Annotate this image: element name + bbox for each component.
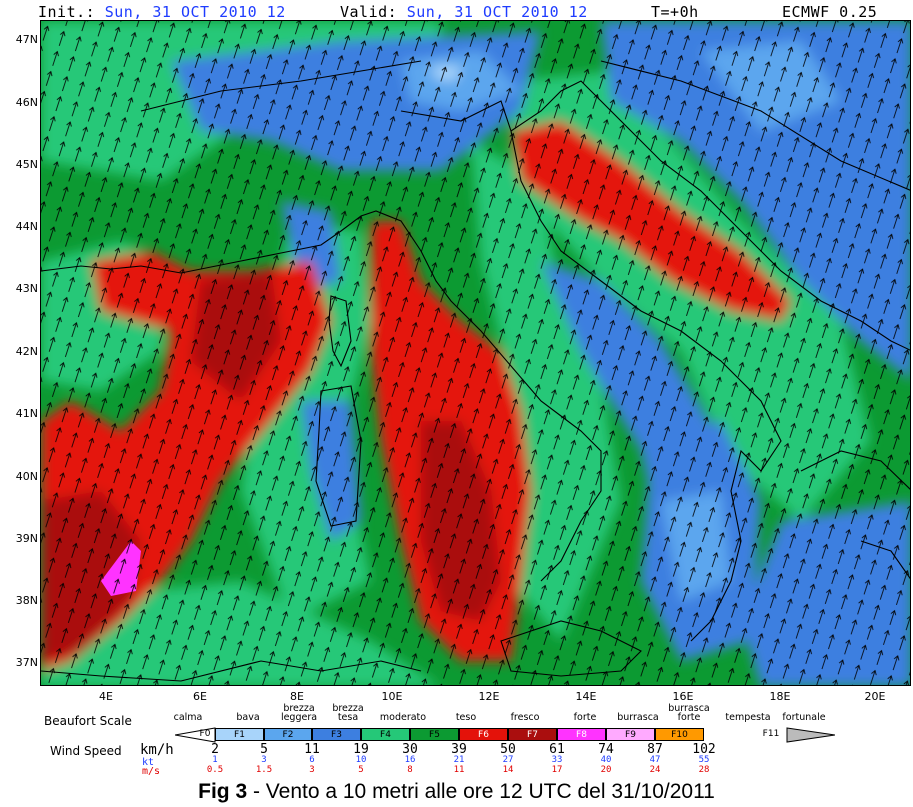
ms-value: 8 <box>407 765 413 775</box>
beaufort-name: bava <box>236 712 260 723</box>
kmh-value: 50 <box>500 742 516 757</box>
beaufort-name: fresco <box>510 712 540 723</box>
lat-label: 37N <box>15 656 38 669</box>
beaufort-name: moderato <box>379 712 427 723</box>
lat-label: 43N <box>15 282 38 295</box>
kmh-value: 61 <box>549 742 565 757</box>
force-box-f9: F9 <box>606 728 655 741</box>
init-value: Sun, 31 OCT 2010 12 <box>104 3 286 21</box>
kt-value: 21 <box>453 755 465 765</box>
lat-label: 46N <box>15 96 38 109</box>
lat-label: 41N <box>15 407 38 420</box>
kt-value: 16 <box>404 755 416 765</box>
figure-number: Fig 3 <box>198 780 248 803</box>
lat-label: 40N <box>15 470 38 483</box>
wind-speed-title: Wind Speed <box>50 744 122 758</box>
lon-label: 6E <box>193 690 207 703</box>
kmh-value: 102 <box>692 742 716 757</box>
beaufort-name: brezza tesa <box>332 703 364 723</box>
beaufort-name: forte <box>573 712 597 723</box>
header-valid: Valid: Sun, 31 OCT 2010 12 <box>340 3 588 21</box>
ms-value: 28 <box>698 765 710 775</box>
kmh-value: 19 <box>353 742 369 757</box>
lon-label: 18E <box>769 690 791 703</box>
ms-value: 1.5 <box>255 765 273 775</box>
force-box-f4: F4 <box>361 728 410 741</box>
lon-label: 10E <box>381 690 403 703</box>
kt-value: 1 <box>212 755 218 765</box>
kmh-value: 87 <box>647 742 663 757</box>
model-name: ECMWF 0.25 <box>782 3 878 21</box>
beaufort-title: Beaufort Scale <box>44 714 132 728</box>
kmh-value: 11 <box>304 742 320 757</box>
force-box-f8: F8 <box>557 728 606 741</box>
kt-value: 10 <box>355 755 367 765</box>
header-init: Init.: Sun, 31 OCT 2010 12 <box>38 3 286 21</box>
unit-ms: m/s <box>142 766 161 777</box>
lat-label: 42N <box>15 345 38 358</box>
lon-label: 14E <box>575 690 597 703</box>
valid-label: Valid: <box>340 3 398 21</box>
kt-value: 3 <box>261 755 267 765</box>
kt-value: 40 <box>600 755 612 765</box>
beaufort-name: brezza leggera <box>280 703 318 723</box>
beaufort-name: tempesta <box>725 712 771 723</box>
lat-label: 38N <box>15 594 38 607</box>
ms-value: 24 <box>649 765 661 775</box>
wind-map-svg <box>41 21 910 685</box>
kmh-value: 5 <box>260 742 268 757</box>
force-box-f3: F3 <box>312 728 361 741</box>
ms-value: 17 <box>551 765 563 775</box>
kt-value: 6 <box>309 755 315 765</box>
bar-cap-right <box>786 727 835 743</box>
wind-arrows <box>41 21 910 685</box>
force-box-f5: F5 <box>410 728 459 741</box>
lat-label: 47N <box>15 33 38 46</box>
force-box-f10: F10 <box>655 728 704 741</box>
init-label: Init.: <box>38 3 96 21</box>
kmh-value: 39 <box>451 742 467 757</box>
forecast-step: T=+0h <box>651 3 699 21</box>
lon-label: 4E <box>99 690 113 703</box>
kmh-value: 30 <box>402 742 418 757</box>
ms-value: 5 <box>358 765 364 775</box>
lon-label: 12E <box>478 690 500 703</box>
lon-label: 8E <box>290 690 304 703</box>
beaufort-name: burrasca <box>617 712 659 723</box>
lat-label: 39N <box>15 532 38 545</box>
valid-value: Sun, 31 OCT 2010 12 <box>406 3 588 21</box>
force-box-f1: F1 <box>215 728 264 741</box>
figure-caption: Fig 3 - Vento a 10 metri alle ore 12 UTC… <box>0 780 913 804</box>
beaufort-name: teso <box>455 712 477 723</box>
wind-map <box>40 20 911 686</box>
force-box-f7: F7 <box>508 728 557 741</box>
force-box-f11: F11 <box>762 729 780 739</box>
kt-value: 47 <box>649 755 661 765</box>
ms-value: 3 <box>309 765 315 775</box>
unit-kmh: km/h <box>140 742 174 758</box>
ms-value: 0.5 <box>206 765 224 775</box>
beaufort-name: calma <box>173 712 203 723</box>
lon-label: 16E <box>672 690 694 703</box>
beaufort-name: fortunale <box>782 712 826 723</box>
kt-value: 55 <box>698 755 710 765</box>
kmh-value: 2 <box>211 742 219 757</box>
kmh-value: 74 <box>598 742 614 757</box>
lat-label: 44N <box>15 220 38 233</box>
beaufort-name: burrasca forte <box>668 703 710 723</box>
force-box-f0: F0 <box>199 729 211 739</box>
force-box-f6: F6 <box>459 728 508 741</box>
kt-value: 33 <box>551 755 563 765</box>
ms-value: 11 <box>453 765 465 775</box>
ms-value: 14 <box>502 765 514 775</box>
lon-label: 20E <box>864 690 886 703</box>
kt-value: 27 <box>502 755 514 765</box>
force-box-f2: F2 <box>264 728 312 741</box>
lat-label: 45N <box>15 158 38 171</box>
caption-text: - Vento a 10 metri alle ore 12 UTC del 3… <box>247 780 715 803</box>
unit-kt: kt <box>142 757 155 768</box>
ms-value: 20 <box>600 765 612 775</box>
